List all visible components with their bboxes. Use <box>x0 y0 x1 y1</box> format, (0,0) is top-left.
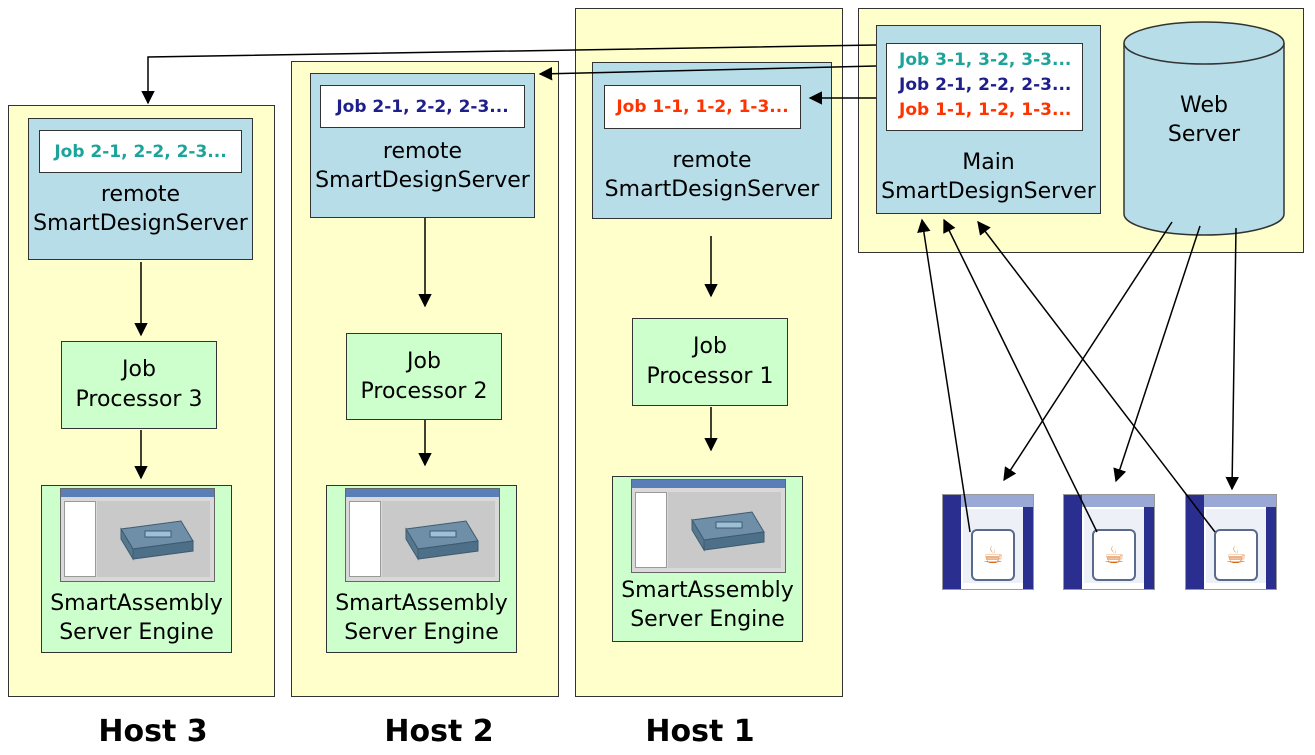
java-applet-icon: ☕ <box>1092 529 1136 581</box>
client-applet-1: ☕ <box>942 494 1034 590</box>
host-1-engine: SmartAssembly Server Engine <box>612 476 803 642</box>
arrow-web-to-client3 <box>1225 227 1239 491</box>
host-2-server-label-2: SmartDesignServer <box>315 168 530 193</box>
host-3-remote-server: Job 2-1, 2-2, 2-3... remote SmartDesignS… <box>28 118 253 260</box>
host-1-jobs-text: Job 1-1, 1-2, 1-3... <box>616 97 789 117</box>
host-1-label: Host 1 <box>645 714 755 749</box>
host-1-processor-label-1: Job <box>693 334 727 359</box>
main-jobs-2: Job 2-1, 2-2, 2-3... <box>899 75 1072 95</box>
host-2-job-processor: Job Processor 2 <box>346 333 502 420</box>
host-3-job-processor: Job Processor 3 <box>61 341 217 429</box>
host-1-job-processor: Job Processor 1 <box>632 318 788 406</box>
arrow-web-to-client2 <box>1113 225 1201 483</box>
host-1-engine-screenshot <box>631 479 786 573</box>
client-applet-3: ☕ <box>1185 494 1277 590</box>
host-3-engine-screenshot <box>60 488 215 582</box>
host-2-processor-label-2: Processor 2 <box>360 378 488 404</box>
host-1-engine-label-2: Server Engine <box>630 607 785 632</box>
web-server: Web Server <box>1123 21 1285 236</box>
assembly-model-icon <box>405 520 479 561</box>
host-3-processor-label-1: Job <box>122 357 156 382</box>
java-applet-icon: ☕ <box>971 529 1015 581</box>
arrow-main-to-host3 <box>141 44 877 105</box>
main-server-label-2: SmartDesignServer <box>881 179 1096 204</box>
main-jobs-3: Job 3-1, 3-2, 3-3... <box>899 50 1072 70</box>
host-3-job-queue: Job 2-1, 2-2, 2-3... <box>39 130 242 173</box>
host-2-remote-server: Job 2-1, 2-2, 2-3... remote SmartDesignS… <box>310 73 535 218</box>
host-1-processor-label-2: Processor 1 <box>646 364 774 389</box>
web-server-label-2: Server <box>1167 122 1241 147</box>
client-applet-2: ☕ <box>1063 494 1155 590</box>
main-jobs-1: Job 1-1, 1-2, 1-3... <box>899 100 1072 120</box>
web-server-label-1: Web <box>1180 93 1228 118</box>
arrow-client3-to-main <box>977 220 1216 533</box>
main-server: Job 3-1, 3-2, 3-3... Job 2-1, 2-2, 2-3..… <box>876 25 1101 214</box>
host-1-server-label-2: SmartDesignServer <box>604 177 820 202</box>
host-2-jobs-text: Job 2-1, 2-2, 2-3... <box>336 96 509 117</box>
host-2-engine-label-2: Server Engine <box>344 620 499 645</box>
host-3-label: Host 3 <box>98 714 208 749</box>
host-3-engine-label-2: Server Engine <box>59 620 214 645</box>
main-server-label-1: Main <box>962 150 1015 175</box>
main-job-queue: Job 3-1, 3-2, 3-3... Job 2-1, 2-2, 2-3..… <box>886 43 1083 131</box>
host-3-server-label-1: remote <box>100 182 181 207</box>
arrow-web-to-client1 <box>1003 221 1173 482</box>
arrow-client2-to-main <box>943 218 1098 533</box>
host-2-engine-label-1: SmartAssembly <box>335 591 508 616</box>
host-1-remote-server: Job 1-1, 1-2, 1-3... remote SmartDesignS… <box>592 62 832 219</box>
host-2-engine-screenshot <box>345 488 500 582</box>
assembly-model-icon <box>691 511 765 552</box>
java-applet-icon: ☕ <box>1214 529 1258 581</box>
host-2-engine: SmartAssembly Server Engine <box>326 485 517 653</box>
host-3-server-label-2: SmartDesignServer <box>33 211 248 236</box>
host-2-job-queue: Job 2-1, 2-2, 2-3... <box>320 85 525 128</box>
database-cylinder-icon <box>1123 21 1285 236</box>
assembly-model-icon <box>120 520 194 561</box>
host-3-engine-label-1: SmartAssembly <box>50 591 223 616</box>
host-2-processor-label-1: Job <box>407 348 441 374</box>
host-1-job-queue: Job 1-1, 1-2, 1-3... <box>604 85 801 129</box>
host-3-processor-label-2: Processor 3 <box>75 387 203 412</box>
host-2-server-label-1: remote <box>382 139 463 164</box>
host-1-server-label-1: remote <box>672 148 752 173</box>
host-3-engine: SmartAssembly Server Engine <box>41 485 232 653</box>
host-3-jobs-text: Job 2-1, 2-2, 2-3... <box>54 141 227 162</box>
host-2-label: Host 2 <box>384 714 494 749</box>
arrow-client1-to-main <box>917 218 971 533</box>
arrow-main-to-host2 <box>538 65 877 81</box>
host-1-engine-label-1: SmartAssembly <box>621 578 794 603</box>
